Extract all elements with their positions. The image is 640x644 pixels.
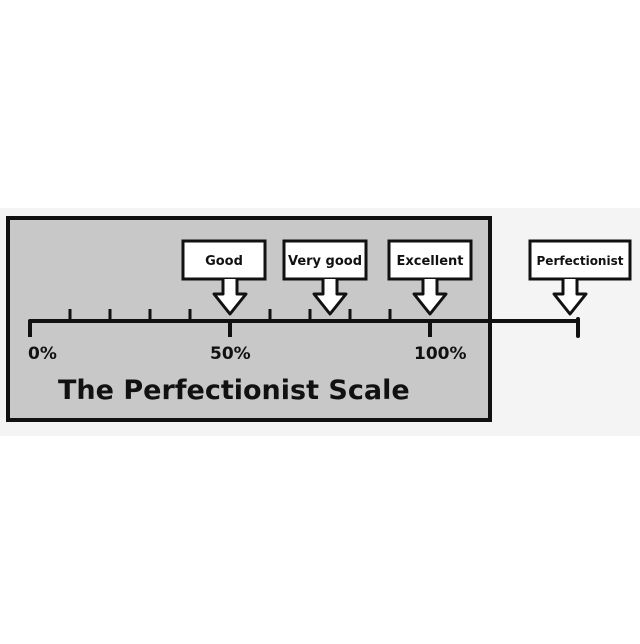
- tick-label-50: 50%: [210, 344, 251, 364]
- callout-arrow-perfectionist: [552, 279, 588, 316]
- callout-excellent: Excellent: [387, 239, 473, 316]
- scale-title: The Perfectionist Scale: [58, 375, 410, 406]
- callout-arrow-very-good: [312, 279, 348, 316]
- major-ticks: [28, 321, 432, 337]
- callout-label-very-good: Very good: [288, 254, 362, 269]
- callout-perfectionist: Perfectionist: [528, 239, 632, 316]
- callout-box-perfectionist: [528, 239, 632, 281]
- callout-good: Good: [181, 239, 267, 316]
- callouts: Good Very good Excellent Perfectionist: [181, 239, 632, 316]
- callout-label-excellent: Excellent: [397, 254, 464, 269]
- callout-arrow-excellent: [412, 279, 448, 316]
- tick-label-100: 100%: [414, 344, 467, 364]
- tick-label-0: 0%: [28, 344, 57, 364]
- callout-box-very-good: [282, 239, 368, 281]
- minor-ticks: [68, 309, 392, 321]
- callout-label-good: Good: [205, 254, 243, 269]
- callout-label-perfectionist: Perfectionist: [537, 254, 624, 268]
- callout-very-good: Very good: [282, 239, 368, 316]
- callout-arrow-good: [212, 279, 248, 316]
